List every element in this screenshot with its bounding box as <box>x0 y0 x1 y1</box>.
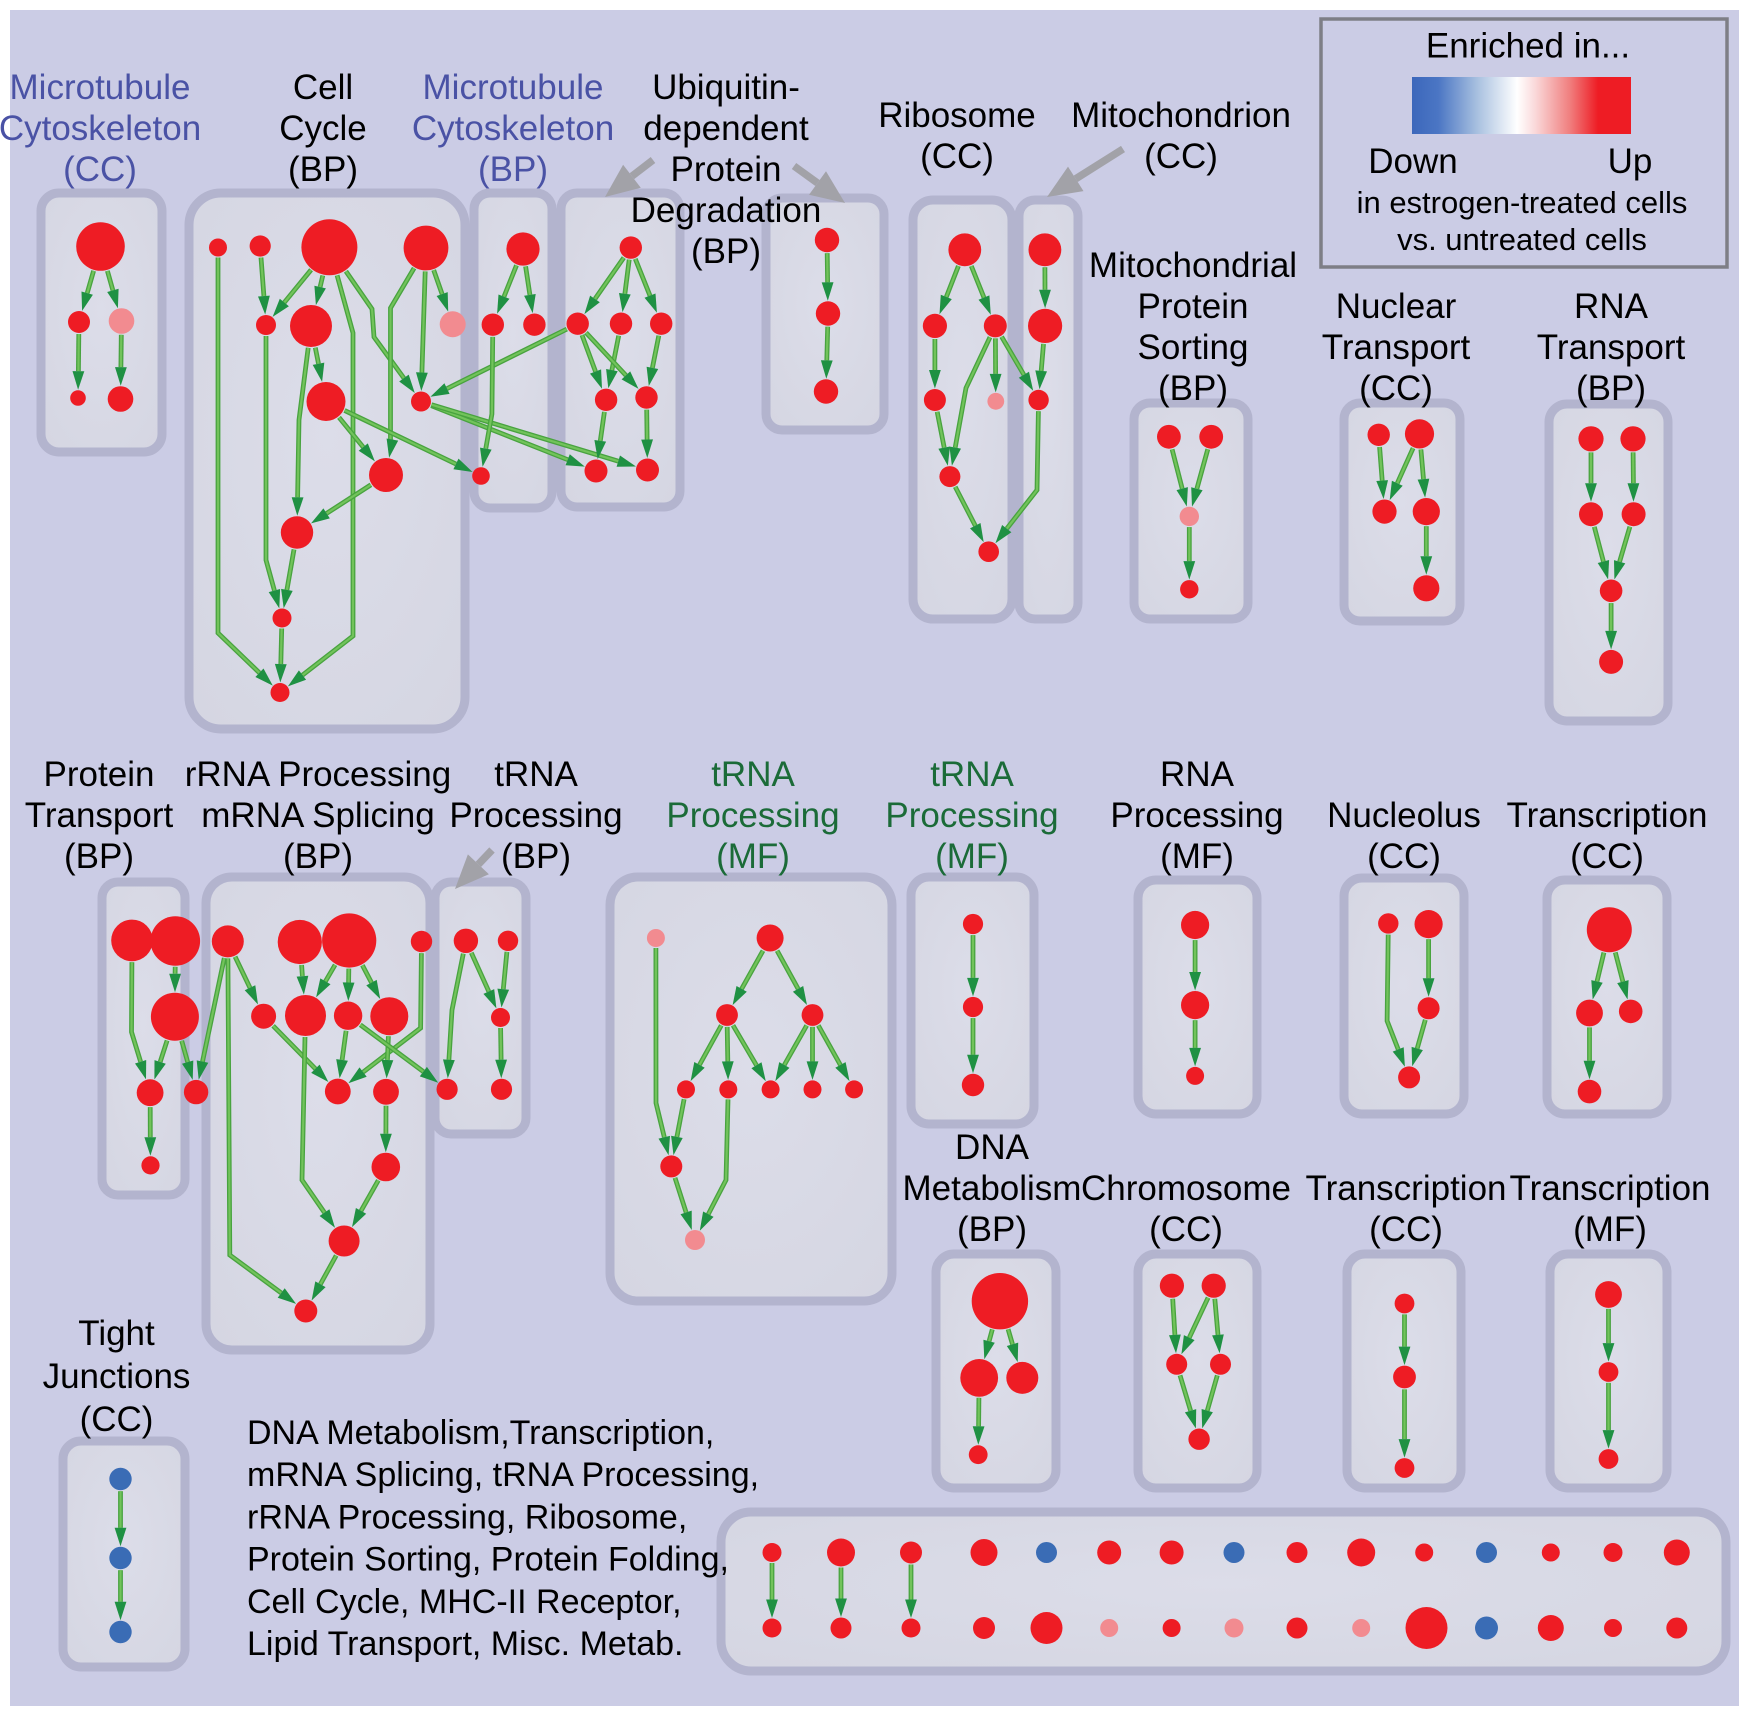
svg-text:Transport: Transport <box>25 796 174 835</box>
svg-text:vs. untreated cells: vs. untreated cells <box>1397 222 1647 257</box>
svg-text:Processing: Processing <box>666 796 839 835</box>
svg-text:Tight: Tight <box>78 1314 155 1353</box>
svg-text:tRNA: tRNA <box>930 755 1014 794</box>
svg-text:mRNA Splicing: mRNA Splicing <box>201 796 434 835</box>
svg-text:(CC): (CC) <box>63 150 137 189</box>
svg-text:DNA: DNA <box>955 1128 1030 1167</box>
svg-text:Ribosome: Ribosome <box>878 96 1036 135</box>
svg-text:Junctions: Junctions <box>43 1357 191 1396</box>
svg-text:Microtubule: Microtubule <box>10 68 191 107</box>
svg-text:(CC): (CC) <box>1367 837 1441 876</box>
svg-text:Processing: Processing <box>885 796 1058 835</box>
svg-text:Metabolism: Metabolism <box>903 1169 1082 1208</box>
svg-text:Mitochondrial: Mitochondrial <box>1089 246 1297 285</box>
svg-text:in estrogen-treated cells: in estrogen-treated cells <box>1357 185 1688 220</box>
svg-text:Chromosome: Chromosome <box>1081 1169 1291 1208</box>
svg-text:Sorting: Sorting <box>1138 328 1249 367</box>
svg-text:(CC): (CC) <box>920 137 994 176</box>
svg-text:Nuclear: Nuclear <box>1336 287 1457 326</box>
svg-text:(CC): (CC) <box>1144 137 1218 176</box>
svg-text:(BP): (BP) <box>288 150 358 189</box>
svg-text:Protein: Protein <box>44 755 155 794</box>
svg-text:Cell Cycle, MHC-II Receptor,: Cell Cycle, MHC-II Receptor, <box>247 1583 682 1621</box>
svg-text:RNA: RNA <box>1574 287 1649 326</box>
svg-text:tRNA: tRNA <box>494 755 578 794</box>
svg-text:(BP): (BP) <box>64 837 134 876</box>
svg-text:RNA: RNA <box>1160 755 1235 794</box>
svg-text:(BP): (BP) <box>283 837 353 876</box>
svg-text:Cell: Cell <box>293 68 353 107</box>
svg-text:(MF): (MF) <box>1160 837 1234 876</box>
svg-text:Protein: Protein <box>1138 287 1249 326</box>
svg-text:Transport: Transport <box>1537 328 1686 367</box>
svg-text:Processing: Processing <box>449 796 622 835</box>
svg-text:(CC): (CC) <box>1369 1210 1443 1249</box>
svg-text:(BP): (BP) <box>501 837 571 876</box>
svg-text:(CC): (CC) <box>1359 369 1433 408</box>
svg-text:(CC): (CC) <box>80 1400 154 1439</box>
svg-text:Ubiquitin-: Ubiquitin- <box>652 68 800 107</box>
svg-text:(CC): (CC) <box>1570 837 1644 876</box>
svg-text:dependent: dependent <box>643 109 809 148</box>
svg-text:Cytoskeleton: Cytoskeleton <box>0 109 201 148</box>
svg-text:rRNA Processing, Ribosome,: rRNA Processing, Ribosome, <box>247 1498 687 1536</box>
svg-text:(BP): (BP) <box>1158 369 1228 408</box>
svg-text:Protein: Protein <box>671 150 782 189</box>
svg-text:(BP): (BP) <box>691 232 761 271</box>
svg-text:Mitochondrion: Mitochondrion <box>1071 96 1291 135</box>
svg-text:rRNA Processing: rRNA Processing <box>185 755 451 794</box>
svg-text:(MF): (MF) <box>935 837 1009 876</box>
svg-text:(BP): (BP) <box>957 1210 1027 1249</box>
svg-text:Protein Sorting, Protein Foldi: Protein Sorting, Protein Folding, <box>247 1541 729 1579</box>
svg-text:Processing: Processing <box>1110 796 1283 835</box>
svg-text:DNA Metabolism,Transcription,: DNA Metabolism,Transcription, <box>247 1414 714 1452</box>
svg-text:Enriched in...: Enriched in... <box>1426 27 1630 66</box>
svg-text:Up: Up <box>1608 142 1653 181</box>
svg-text:Transport: Transport <box>1322 328 1471 367</box>
svg-text:Down: Down <box>1368 142 1457 181</box>
svg-text:Lipid Transport, Misc. Metab.: Lipid Transport, Misc. Metab. <box>247 1625 684 1663</box>
svg-text:Transcription: Transcription <box>1306 1169 1507 1208</box>
svg-text:Degradation: Degradation <box>631 191 822 230</box>
svg-text:Transcription: Transcription <box>1507 796 1708 835</box>
svg-text:tRNA: tRNA <box>711 755 795 794</box>
svg-text:Cytoskeleton: Cytoskeleton <box>412 109 614 148</box>
svg-text:(BP): (BP) <box>478 150 548 189</box>
svg-text:Microtubule: Microtubule <box>423 68 604 107</box>
svg-text:(CC): (CC) <box>1149 1210 1223 1249</box>
svg-text:(MF): (MF) <box>716 837 790 876</box>
svg-text:Transcription: Transcription <box>1510 1169 1711 1208</box>
svg-text:mRNA Splicing, tRNA Processing: mRNA Splicing, tRNA Processing, <box>247 1456 759 1494</box>
svg-text:(BP): (BP) <box>1576 369 1646 408</box>
svg-text:Nucleolus: Nucleolus <box>1327 796 1481 835</box>
svg-text:(MF): (MF) <box>1573 1210 1647 1249</box>
svg-text:Cycle: Cycle <box>279 109 367 148</box>
